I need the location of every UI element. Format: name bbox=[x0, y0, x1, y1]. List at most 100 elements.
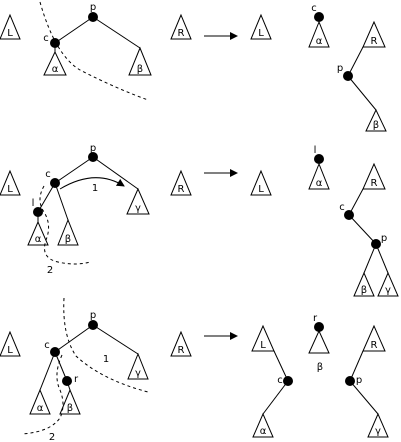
panel-2: L α β γ p c l 1 2 R bbox=[0, 143, 399, 297]
subtree-beta-label: β bbox=[67, 403, 73, 414]
edge-c-alpha bbox=[262, 380, 289, 415]
panel-3: L α β γ p c r 1 2 R bbox=[0, 297, 389, 442]
subtree-L-triangle bbox=[0, 330, 21, 357]
subtree-L-label: L bbox=[7, 345, 13, 356]
edge-p-beta bbox=[92, 16, 141, 49]
subtree-beta-triangle bbox=[59, 388, 81, 415]
subtree-beta-triangle bbox=[308, 329, 330, 354]
edge-L-c bbox=[273, 350, 289, 382]
panel-2-before: L α β γ p c l 1 2 R bbox=[0, 143, 192, 276]
node-c-label: c bbox=[44, 340, 50, 351]
node-c-label: c bbox=[311, 3, 317, 14]
subtree-L-label: L bbox=[7, 28, 13, 39]
edge-R-p bbox=[347, 46, 364, 77]
subtree-L-label: L bbox=[258, 28, 264, 39]
node-p-label: p bbox=[381, 233, 387, 244]
subtree-L-label: L bbox=[258, 184, 264, 195]
subtree-gamma-triangle bbox=[127, 352, 149, 380]
subtree-beta-label: β bbox=[361, 285, 367, 296]
node-r-label: r bbox=[313, 313, 318, 324]
cut-line bbox=[39, 1, 149, 101]
subtree-L-label: L bbox=[260, 340, 266, 351]
node-c bbox=[283, 376, 293, 386]
node-l bbox=[314, 154, 324, 164]
subtree-gamma-triangle bbox=[126, 187, 150, 215]
cut-line-1 bbox=[63, 297, 149, 393]
node-p-label: p bbox=[356, 375, 362, 386]
step-2-label: 2 bbox=[49, 432, 55, 442]
subtree-alpha-label: α bbox=[260, 426, 267, 437]
panel-1-after: L α c R β p bbox=[250, 3, 387, 132]
subtree-alpha-label: α bbox=[35, 234, 42, 245]
subtree-alpha-label: α bbox=[52, 64, 59, 75]
panel-3-before: L α β γ p c r 1 2 R bbox=[0, 297, 192, 442]
subtree-R-label: R bbox=[371, 178, 378, 189]
node-p-label: p bbox=[90, 310, 96, 321]
subtree-R-label: R bbox=[178, 28, 185, 39]
subtree-L-triangle bbox=[251, 324, 275, 352]
edge-p-beta bbox=[363, 243, 377, 274]
node-p bbox=[371, 239, 381, 249]
middle-beta-label: β bbox=[317, 362, 323, 373]
node-p bbox=[88, 320, 98, 330]
cut-line-2 bbox=[21, 354, 64, 435]
subtree-R-label: R bbox=[371, 36, 378, 47]
subtree-R-label: R bbox=[178, 184, 185, 195]
edge-p-c bbox=[54, 156, 94, 184]
node-p bbox=[88, 12, 98, 22]
subtree-R-triangle bbox=[362, 324, 386, 352]
subtree-beta-triangle bbox=[57, 218, 79, 246]
subtree-beta-triangle bbox=[353, 271, 375, 297]
node-p-label: p bbox=[337, 63, 343, 74]
subtree-alpha-triangle bbox=[29, 388, 51, 415]
edge-c-r bbox=[54, 351, 68, 382]
node-c bbox=[344, 210, 354, 220]
subtree-L-triangle bbox=[250, 13, 272, 40]
edge-R-p bbox=[349, 350, 364, 382]
node-l-label: l bbox=[32, 198, 35, 209]
panel-1: L α β p c R L α c R bbox=[0, 1, 387, 132]
subtree-alpha-triangle bbox=[308, 20, 330, 48]
node-c bbox=[50, 38, 60, 48]
node-l bbox=[33, 207, 43, 217]
node-c-label: c bbox=[277, 375, 283, 386]
subtree-R-triangle bbox=[362, 20, 386, 48]
subtree-alpha-label: α bbox=[37, 403, 44, 414]
subtree-beta-label: β bbox=[65, 234, 71, 245]
node-c-label: c bbox=[339, 202, 345, 213]
node-l-label: l bbox=[314, 145, 317, 156]
subtree-alpha-triangle bbox=[27, 220, 49, 246]
node-p bbox=[345, 376, 355, 386]
subtree-alpha-triangle bbox=[252, 412, 274, 438]
node-r-label: r bbox=[74, 374, 79, 385]
node-c-label: c bbox=[45, 169, 51, 180]
subtree-gamma-label: γ bbox=[375, 426, 381, 437]
subtree-alpha-triangle bbox=[43, 50, 67, 76]
subtree-R-triangle bbox=[170, 13, 192, 40]
node-p-label: p bbox=[90, 2, 96, 13]
subtree-R-triangle bbox=[170, 169, 192, 196]
subtree-R-label: R bbox=[178, 345, 185, 356]
node-c-label: c bbox=[43, 33, 49, 44]
subtree-beta-label: β bbox=[137, 64, 143, 75]
subtree-R-label: R bbox=[371, 340, 378, 351]
edge-c-alpha bbox=[39, 351, 56, 391]
edge-c-l bbox=[37, 182, 56, 213]
node-r bbox=[62, 376, 72, 386]
subtree-alpha-triangle bbox=[308, 162, 330, 190]
subtree-gamma-label: γ bbox=[385, 285, 391, 296]
subtree-L-label: L bbox=[7, 184, 13, 195]
subtree-beta-label: β bbox=[373, 120, 379, 131]
edge-p-gamma bbox=[349, 380, 379, 415]
node-c bbox=[50, 178, 60, 188]
edge-p-c bbox=[54, 16, 94, 44]
edge-c-beta bbox=[54, 182, 69, 221]
edge-p-gamma bbox=[92, 324, 139, 355]
subtree-alpha-label: α bbox=[316, 178, 323, 189]
subtree-gamma-label: γ bbox=[135, 368, 141, 379]
edge-c-p bbox=[348, 214, 377, 245]
edge-p-c bbox=[54, 324, 94, 353]
step-1-label: 1 bbox=[92, 183, 98, 194]
subtree-gamma-triangle bbox=[377, 271, 399, 297]
